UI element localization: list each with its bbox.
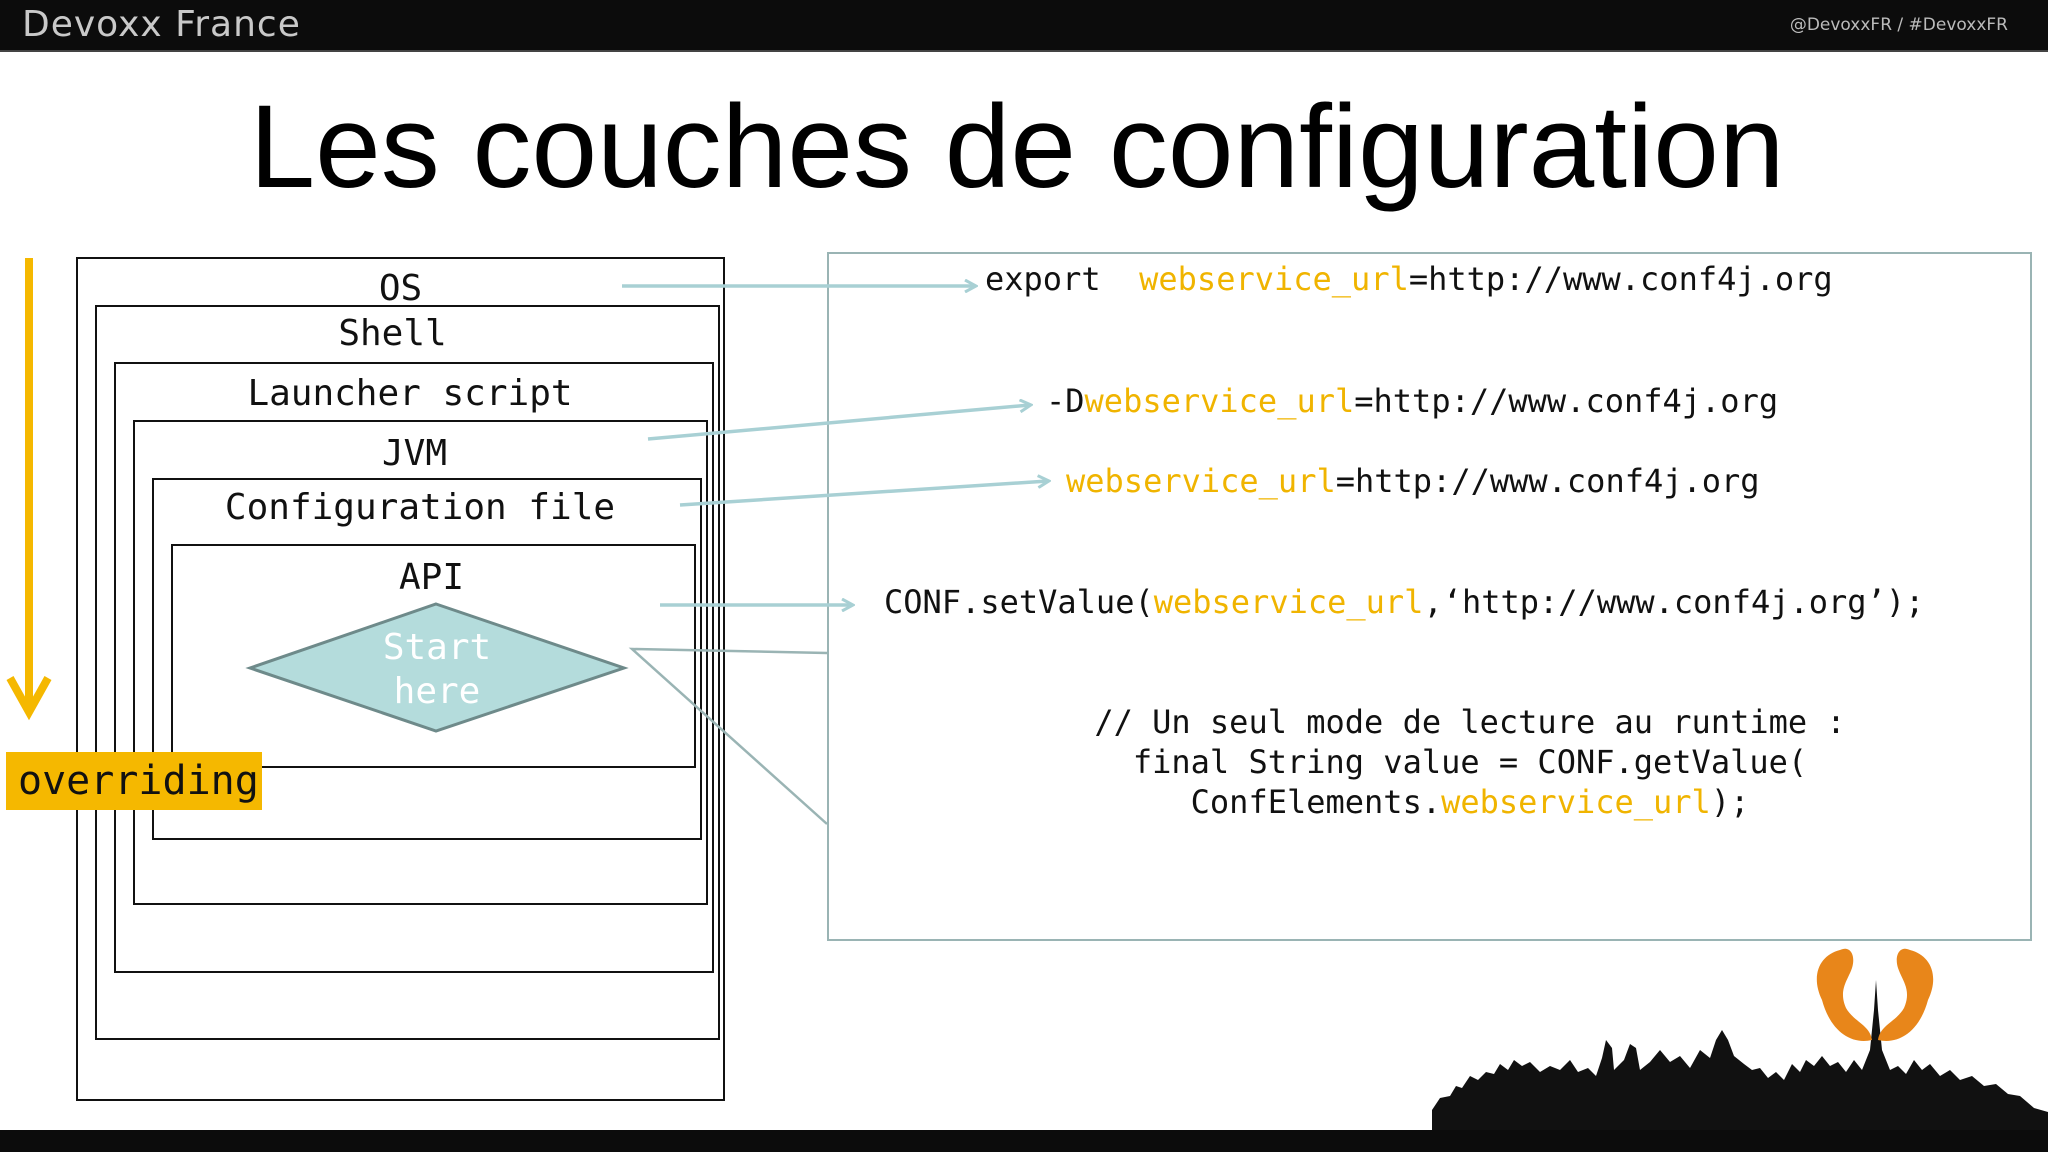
callout-pointer — [628, 647, 828, 825]
code-os-prefix: export — [985, 260, 1140, 298]
hashtag-text: @DevoxxFR / #DevoxxFR — [1789, 15, 2008, 35]
code-api-key: webservice_url — [1153, 583, 1424, 621]
comment-line-3-prefix: ConfElements. — [1190, 783, 1442, 821]
code-jvm-value: =http://www.conf4j.org — [1354, 382, 1779, 420]
header-bar: Devoxx France @DevoxxFR / #DevoxxFR — [0, 0, 2048, 52]
code-panel — [827, 252, 2032, 941]
code-api-value: ,‘http://www.conf4j.org’); — [1423, 583, 1925, 621]
slide-title: Les couches de configuration — [249, 81, 1785, 213]
code-file-value: =http://www.conf4j.org — [1335, 462, 1760, 500]
start-label: Start — [383, 627, 491, 668]
start-here-diamond: Start here — [245, 602, 629, 733]
arrow-config-file-to-code — [679, 481, 1048, 507]
code-os-key: webservice_url — [1139, 260, 1409, 298]
code-jvm-prefix: -D — [1046, 382, 1085, 420]
layer-jvm: JVM — [133, 420, 708, 905]
layer-os: OS — [76, 257, 725, 1101]
paris-skyline-logo — [1432, 948, 2048, 1130]
code-os-value: =http://www.conf4j.org — [1408, 260, 1833, 298]
comment-line-2: final String value = CONF.getValue( — [1132, 743, 1808, 781]
fox-right — [1878, 948, 1934, 1041]
layer-api-label: API — [398, 557, 465, 598]
runtime-comment: // Un seul mode de lecture au runtime :f… — [1010, 702, 1930, 822]
footer-bar — [0, 1130, 2048, 1152]
override-arrow — [6, 258, 52, 721]
layer-configuration-file: Configuration file — [152, 478, 702, 840]
brand-logo-text: Devoxx France — [22, 4, 301, 45]
layer-launcher-script: Launcher script — [114, 362, 714, 973]
fox-right-ear — [1900, 950, 1916, 966]
skyline-silhouette — [1432, 980, 2048, 1130]
code-file-key: webservice_url — [1066, 462, 1336, 500]
comment-line-3-key: webservice_url — [1441, 783, 1711, 821]
layer-shell-label: Shell — [338, 313, 447, 354]
comment-line-3-suffix: ); — [1710, 783, 1750, 821]
layer-launcher-label: Launcher script — [247, 373, 573, 414]
fox-left — [1816, 948, 1872, 1041]
layer-shell: Shell — [95, 305, 720, 1040]
layer-api: API — [171, 544, 696, 768]
code-line-jvm: -Dwebservice_url=http://www.conf4j.org — [1046, 385, 1778, 417]
layer-jvm-label: JVM — [381, 433, 448, 474]
arrow-jvm-to-code — [647, 405, 1030, 441]
layer-os-label: OS — [378, 268, 423, 309]
here-label: here — [394, 671, 481, 712]
comment-line-3: ConfElements.webservice_url); — [1010, 782, 1930, 822]
code-line-os: export webservice_url=http://www.conf4j.… — [985, 263, 1833, 295]
comment-line-1: // Un seul mode de lecture au runtime : — [1094, 703, 1846, 741]
code-api-prefix: CONF.setValue( — [884, 583, 1154, 621]
fox-left-ear — [1834, 950, 1850, 966]
layer-config-file-label: Configuration file — [224, 487, 616, 528]
code-line-api: CONF.setValue(webservice_url,‘http://www… — [884, 586, 1924, 618]
code-jvm-key: webservice_url — [1084, 382, 1355, 420]
overriding-label: overriding — [6, 752, 262, 810]
code-line-config-file: webservice_url=http://www.conf4j.org — [1066, 465, 1760, 497]
